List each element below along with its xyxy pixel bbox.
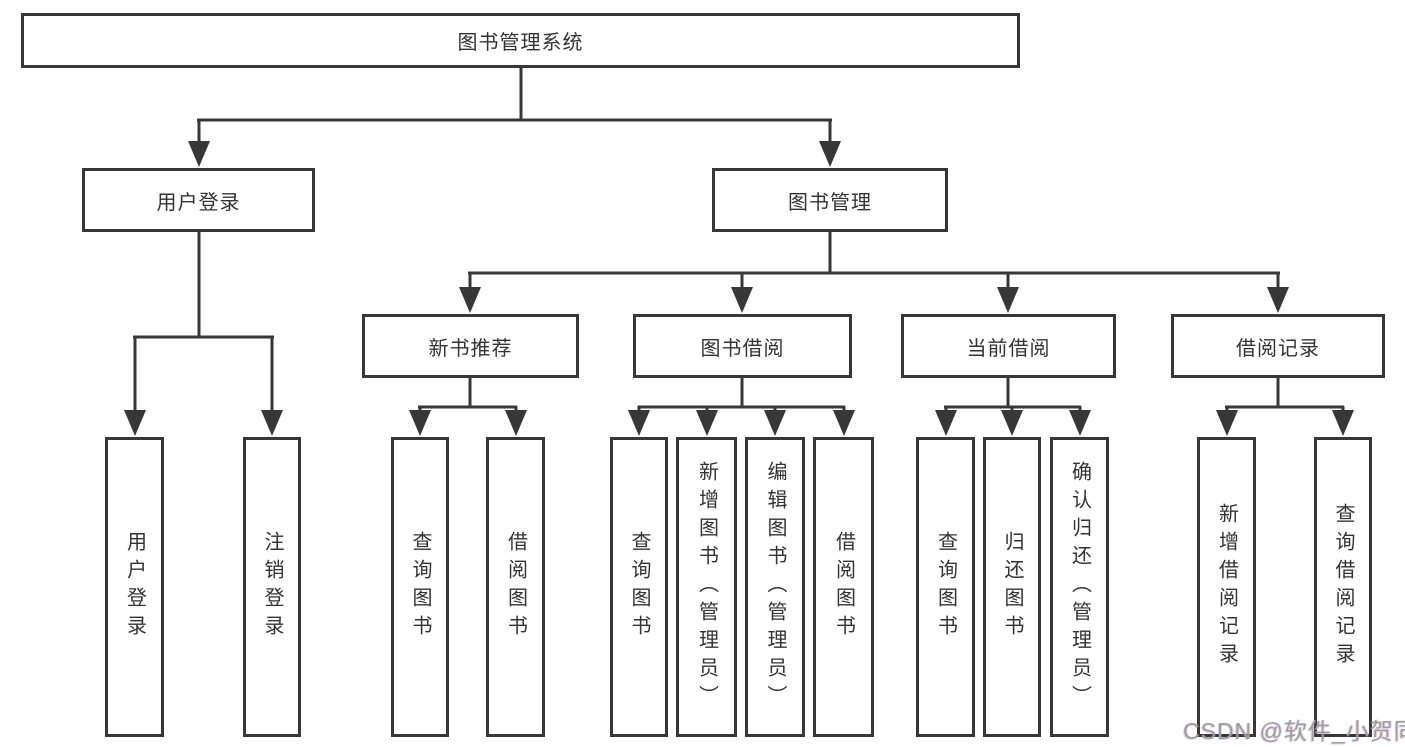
node-label: 查询借阅记录 bbox=[1332, 503, 1354, 671]
leaf-return-books: 归还图书 bbox=[983, 437, 1041, 737]
leaf-query-borrow-record: 查询借阅记录 bbox=[1314, 437, 1372, 737]
leaf-add-borrow-record: 新增借阅记录 bbox=[1197, 437, 1256, 737]
node-label: 图书借阅 bbox=[700, 337, 785, 360]
node-root-system: 图书管理系统 bbox=[21, 13, 1020, 68]
node-label: 借阅记录 bbox=[1236, 337, 1320, 360]
leaf-recommend-query-books: 查询图书 bbox=[391, 437, 449, 737]
node-label: 借阅图书 bbox=[504, 531, 527, 643]
node-label: 查询图书 bbox=[628, 531, 650, 643]
node-current-borrow: 当前借阅 bbox=[901, 314, 1116, 378]
node-label: 图书管理系统 bbox=[457, 32, 584, 54]
leaf-confirm-return-admin: 确认归还（管理员） bbox=[1050, 437, 1109, 737]
leaf-edit-books-admin: 编辑图书（管理员） bbox=[745, 437, 805, 737]
node-label: 用户登录 bbox=[156, 191, 241, 214]
node-book-borrow: 图书借阅 bbox=[633, 314, 852, 378]
node-label: 借阅图书 bbox=[832, 531, 855, 643]
node-label: 当前借阅 bbox=[966, 337, 1051, 360]
node-book-management: 图书管理 bbox=[712, 168, 948, 232]
node-label: 查询图书 bbox=[409, 531, 431, 643]
node-label: 归还图书 bbox=[1001, 531, 1023, 643]
node-label: 注销登录 bbox=[261, 531, 283, 643]
csdn-watermark: CSDN @软件_小贺同学 bbox=[1183, 718, 1405, 744]
node-label: 编辑图书（管理员） bbox=[764, 461, 786, 713]
node-borrow-records: 借阅记录 bbox=[1171, 314, 1385, 378]
node-user-login: 用户登录 bbox=[82, 168, 315, 232]
node-label: 确认归还（管理员） bbox=[1068, 461, 1091, 713]
node-new-book-recommend: 新书推荐 bbox=[362, 314, 579, 378]
leaf-borrow-query-books: 查询图书 bbox=[610, 437, 668, 737]
node-label: 图书管理 bbox=[788, 191, 872, 214]
leaf-add-books-admin: 新增图书（管理员） bbox=[676, 437, 737, 737]
node-label: 用户登录 bbox=[123, 531, 146, 643]
node-label: 新增借阅记录 bbox=[1215, 503, 1238, 671]
node-label: 新增图书（管理员） bbox=[695, 461, 718, 713]
leaf-current-query-books: 查询图书 bbox=[916, 437, 975, 737]
node-label: 查询图书 bbox=[934, 531, 957, 643]
leaf-logout: 注销登录 bbox=[243, 437, 301, 737]
leaf-borrow-books: 借阅图书 bbox=[813, 437, 874, 737]
leaf-user-login: 用户登录 bbox=[105, 437, 164, 737]
node-label: 新书推荐 bbox=[428, 337, 513, 360]
leaf-recommend-borrow-books: 借阅图书 bbox=[486, 437, 545, 737]
